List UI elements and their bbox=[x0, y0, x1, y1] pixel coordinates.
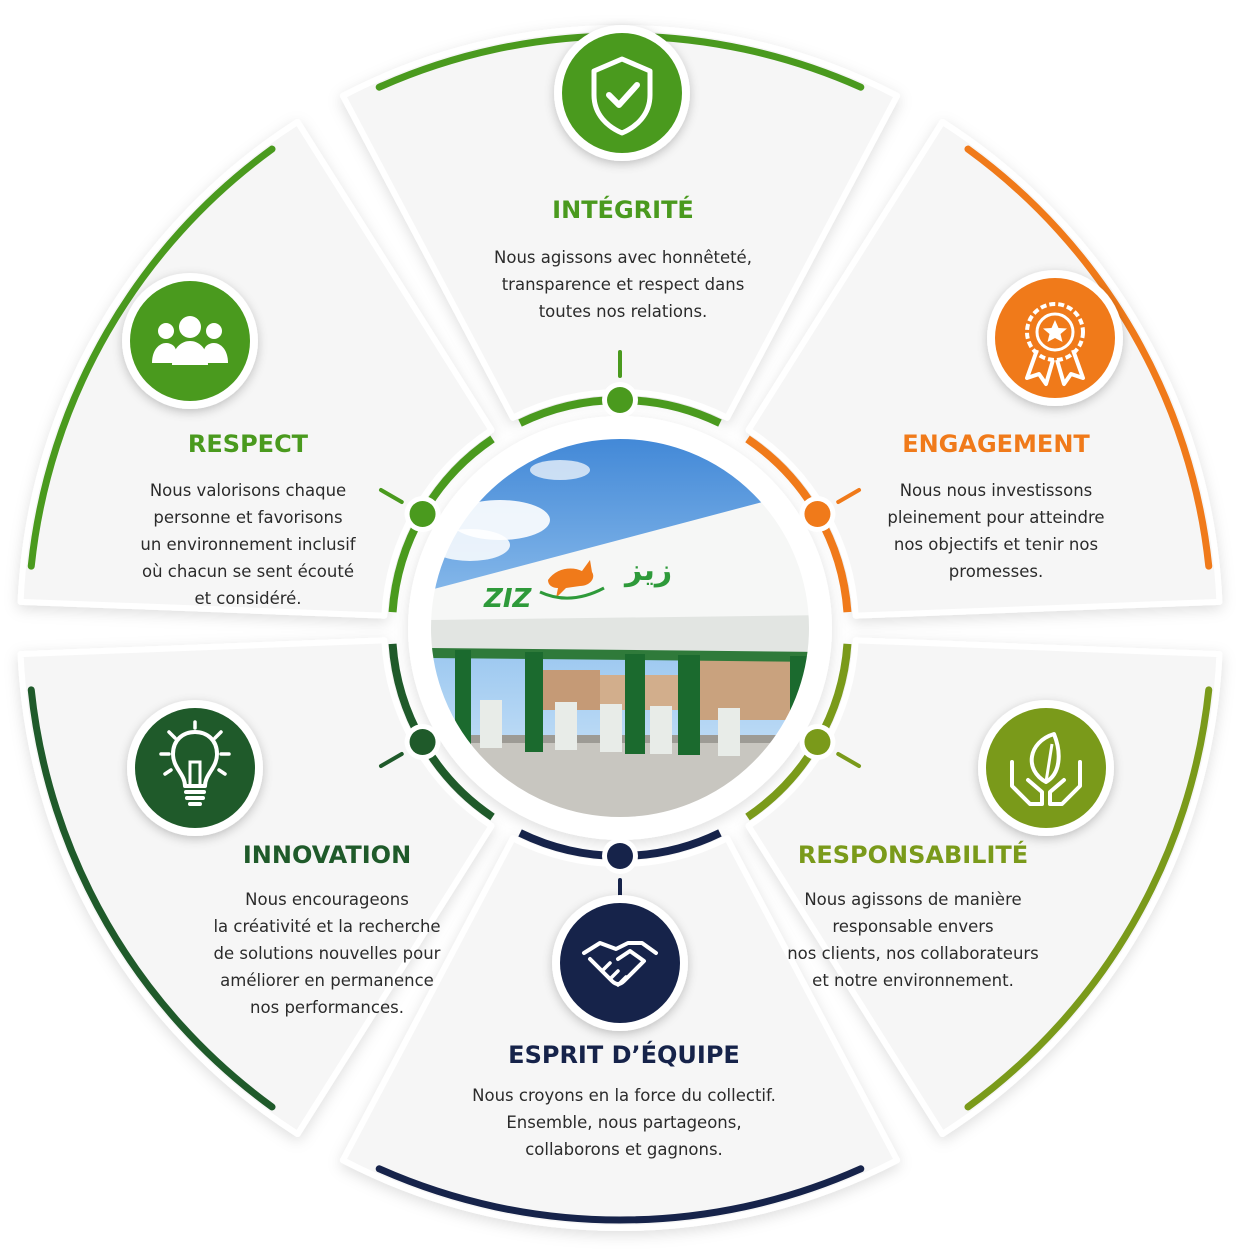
hands-leaf-icon-badge bbox=[978, 700, 1114, 836]
description-line: la créativité et la recherche bbox=[213, 917, 441, 936]
value-description-integrite: Nous agissons avec honnêteté, transparenc… bbox=[423, 244, 823, 325]
lightbulb-icon bbox=[159, 720, 231, 806]
connector-line-engagement bbox=[836, 488, 862, 504]
connector-dot-esprit bbox=[607, 843, 633, 869]
handshake-icon-badge bbox=[552, 895, 688, 1031]
center-photo: ZIZ زيز bbox=[408, 416, 832, 840]
outer-arc-engagement bbox=[964, 145, 1213, 570]
description-line: toutes nos relations. bbox=[538, 302, 708, 321]
brand-latin: ZIZ bbox=[483, 584, 533, 614]
value-title-engagement: ENGAGEMENT bbox=[902, 430, 1090, 458]
description-line: responsable envers bbox=[832, 917, 994, 936]
gazelle-logo-icon bbox=[539, 560, 605, 600]
shield-check-icon-badge bbox=[554, 25, 690, 161]
hands-leaf-icon bbox=[1010, 732, 1082, 806]
description-line: transparence et respect dans bbox=[501, 275, 745, 294]
description-line: Nous nous investissons bbox=[899, 481, 1093, 500]
value-description-engagement: Nous nous investissons pleinement pour at… bbox=[796, 477, 1196, 585]
description-line: personne et favorisons bbox=[153, 508, 343, 527]
value-description-responsabilite: Nous agissons de manière responsable enve… bbox=[713, 886, 1113, 994]
people-group-icon-badge bbox=[122, 273, 258, 409]
description-line: pleinement pour atteindre bbox=[887, 508, 1105, 527]
people-group-icon bbox=[152, 316, 228, 365]
description-line: de solutions nouvelles pour bbox=[213, 944, 441, 963]
description-line: nos clients, nos collaborateurs bbox=[787, 944, 1039, 963]
award-star-icon bbox=[1025, 302, 1085, 386]
shield-check-icon bbox=[591, 56, 653, 136]
value-title-innovation: INNOVATION bbox=[242, 841, 412, 869]
description-line: nos performances. bbox=[250, 998, 404, 1017]
connector-line-respect bbox=[378, 488, 404, 504]
description-line: Nous croyons en la force du collectif. bbox=[472, 1086, 776, 1105]
connector-dot-innovation bbox=[409, 729, 436, 755]
description-line: collaborons et gagnons. bbox=[525, 1140, 723, 1159]
value-title-esprit: ESPRIT D’ÉQUIPE bbox=[508, 1041, 740, 1069]
description-line: Ensemble, nous partageons, bbox=[506, 1113, 742, 1132]
description-line: promesses. bbox=[948, 562, 1044, 581]
connector-line-innovation bbox=[378, 752, 404, 768]
description-line: Nous agissons de manière bbox=[804, 890, 1022, 909]
connector-dot-responsabilite bbox=[804, 729, 831, 755]
value-description-esprit: Nous croyons en la force du collectif. En… bbox=[424, 1082, 824, 1163]
outer-arc-respect bbox=[27, 145, 276, 570]
description-line: où chacun se sent écouté bbox=[142, 562, 354, 581]
brand-arabic: زيز bbox=[623, 553, 672, 588]
value-title-respect: RESPECT bbox=[187, 430, 309, 458]
description-line: un environnement inclusif bbox=[140, 535, 356, 554]
value-title-responsabilite: RESPONSABILITÉ bbox=[797, 841, 1029, 869]
handshake-icon bbox=[582, 941, 658, 987]
award-star-icon-badge bbox=[987, 270, 1123, 406]
description-line: Nous valorisons chaque bbox=[149, 481, 347, 500]
value-description-respect: Nous valorisons chaque personne et favori… bbox=[48, 477, 448, 612]
lightbulb-icon-badge bbox=[127, 700, 263, 836]
connector-line-responsabilite bbox=[836, 752, 862, 768]
value-title-integrite: INTÉGRITÉ bbox=[552, 196, 694, 224]
connector-dot-respect bbox=[409, 501, 436, 527]
description-line: et considéré. bbox=[194, 589, 302, 608]
description-line: nos objectifs et tenir nos bbox=[893, 535, 1099, 554]
description-line: Nous agissons avec honnêteté, bbox=[494, 248, 752, 267]
description-line: améliorer en permanence bbox=[220, 971, 434, 990]
connector-dot-engagement bbox=[804, 501, 831, 527]
connector-dot-integrite bbox=[607, 387, 633, 413]
description-line: Nous encourageons bbox=[245, 890, 409, 909]
description-line: et notre environnement. bbox=[812, 971, 1014, 990]
outer-arc-innovation bbox=[27, 686, 276, 1111]
value-description-innovation: Nous encourageons la créativité et la rec… bbox=[127, 886, 527, 1021]
outer-arc-esprit bbox=[375, 1165, 865, 1224]
outer-arc-responsabilite bbox=[964, 686, 1213, 1111]
